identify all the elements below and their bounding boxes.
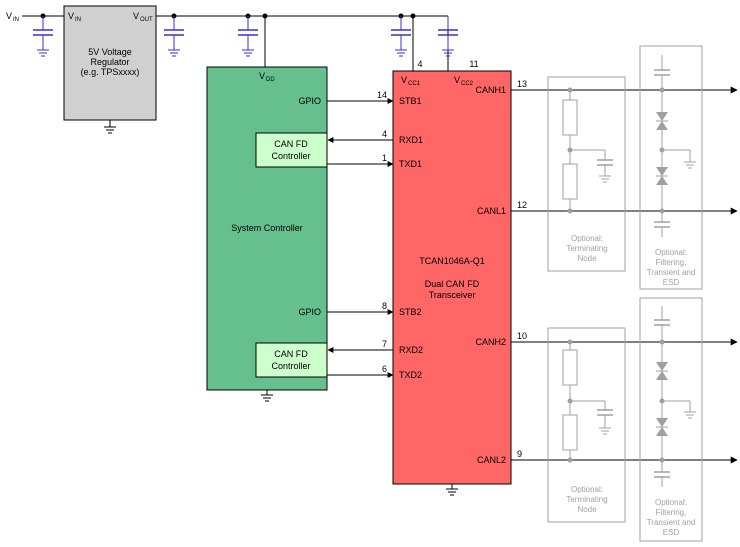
canh1-pin-label: CANH1 <box>475 85 506 95</box>
optional-termination-1: Optional: Terminating Node <box>547 76 626 272</box>
transceiver-ground-icon <box>445 488 459 496</box>
pin-stb2: 8 <box>382 301 387 311</box>
filt1-line2: Filtering, <box>656 258 687 267</box>
term1-line3: Node <box>577 254 597 263</box>
canfd2-line1: CAN FD <box>274 349 308 359</box>
filt1-line4: ESD <box>663 278 680 287</box>
reg-line1: 5V Voltage <box>88 47 132 57</box>
filt2-line1: Optional: <box>655 498 687 507</box>
canl1-pin-label: CANL1 <box>477 206 506 216</box>
pin-rxd1: 4 <box>382 129 387 139</box>
logic-pin-numbers: 14 4 1 8 7 6 <box>377 90 387 374</box>
tvs-diode-icon <box>655 417 669 437</box>
filt2-line4: ESD <box>663 528 680 537</box>
reg-ground-icon <box>103 126 117 134</box>
rxd1-pin-label: RXD1 <box>399 135 423 145</box>
vdd-capacitor-icon <box>238 16 258 56</box>
transceiver-desc2: Transceiver <box>429 290 476 300</box>
canfd-controller-2: CAN FD Controller <box>255 342 328 378</box>
pin-txd2: 6 <box>382 364 387 374</box>
supply-input: V IN <box>6 11 19 23</box>
controller-ground-icon <box>260 394 274 402</box>
term1-line2: Terminating <box>566 244 607 253</box>
canfd1-line2: Controller <box>271 151 310 161</box>
stb2-pin-label: STB2 <box>399 307 422 317</box>
canfd1-line1: CAN FD <box>274 139 308 149</box>
can-transceiver: 4 11 V CC1 V CC2 STB1 RXD1 TXD1 STB2 RXD… <box>392 59 512 496</box>
txd1-pin-label: TXD1 <box>399 159 422 169</box>
vcc1-sub: CC1 <box>408 81 421 87</box>
reg-vout-sub: OUT <box>140 17 153 23</box>
reg-vin-label: V <box>68 11 74 21</box>
pin-stb1: 14 <box>377 90 387 100</box>
term2-line2: Terminating <box>566 495 607 504</box>
canh2-pin-label: CANH2 <box>475 337 506 347</box>
optional-termination-2: Optional: Terminating Node <box>547 327 626 523</box>
filt1-line3: Transient and <box>647 268 696 277</box>
filt1-line1: Optional: <box>655 248 687 257</box>
transceiver-name: TCAN1046A-Q1 <box>419 256 485 266</box>
vcc2-label: V <box>454 75 460 85</box>
optional-filtering-2: Optional: Filtering, Transient and ESD <box>639 297 703 542</box>
term2-line3: Node <box>577 505 597 514</box>
vcc1-label: V <box>401 75 407 85</box>
stb1-pin-label: STB1 <box>399 96 422 106</box>
txd2-pin-label: TXD2 <box>399 370 422 380</box>
transceiver-desc1: Dual CAN FD <box>425 279 480 289</box>
logic-signals <box>327 98 394 378</box>
system-controller: V DD System Controller GPIO GPIO CAN FD … <box>206 66 328 402</box>
input-capacitor-icon <box>33 16 53 56</box>
pin-vcc1: 4 <box>417 59 422 69</box>
output-capacitor-icon <box>164 16 184 56</box>
voltage-regulator: V IN V OUT 5V Voltage Regulator (e.g. TP… <box>63 5 157 134</box>
tvs-diode-icon <box>655 111 669 131</box>
canfd-controller-1: CAN FD Controller <box>255 132 328 168</box>
gpio1-label: GPIO <box>298 96 321 106</box>
reg-vout-label: V <box>133 11 139 21</box>
pin-txd1: 1 <box>382 153 387 163</box>
pin-canh2: 10 <box>517 331 527 341</box>
rxd2-pin-label: RXD2 <box>399 345 423 355</box>
filt2-line2: Filtering, <box>656 508 687 517</box>
vcc2-sub: CC2 <box>461 81 474 87</box>
reg-vin-sub: IN <box>75 17 81 23</box>
pin-canh1: 13 <box>517 79 527 89</box>
tvs-diode-icon <box>655 361 669 381</box>
gpio2-label: GPIO <box>298 307 321 317</box>
vin-sub: IN <box>13 17 19 23</box>
canl2-pin-label: CANL2 <box>477 455 506 465</box>
pin-vcc2: 11 <box>469 59 478 69</box>
reg-line3: (e.g. TPSxxxx) <box>81 67 140 77</box>
controller-title: System Controller <box>231 223 303 233</box>
vdd-sub: DD <box>266 77 275 83</box>
vcc1-capacitor-icon <box>391 16 411 56</box>
vcc2-capacitor-icon <box>438 16 458 56</box>
term2-line1: Optional: <box>571 485 603 494</box>
filt2-line3: Transient and <box>647 518 696 527</box>
vin-label: V <box>6 11 12 21</box>
tvs-diode-icon <box>655 166 669 186</box>
reg-line2: Regulator <box>90 57 129 67</box>
pin-canl2: 9 <box>517 449 522 459</box>
term1-line1: Optional: <box>571 234 603 243</box>
bus-pin-numbers: 13 12 10 9 <box>517 79 527 459</box>
can-bus-lines <box>511 86 738 464</box>
pin-canl1: 12 <box>517 200 527 210</box>
optional-filtering-1: Optional: Filtering, Transient and ESD <box>639 45 703 290</box>
vdd-label: V <box>259 71 265 81</box>
canfd2-line2: Controller <box>271 361 310 371</box>
pin-rxd2: 7 <box>382 339 387 349</box>
